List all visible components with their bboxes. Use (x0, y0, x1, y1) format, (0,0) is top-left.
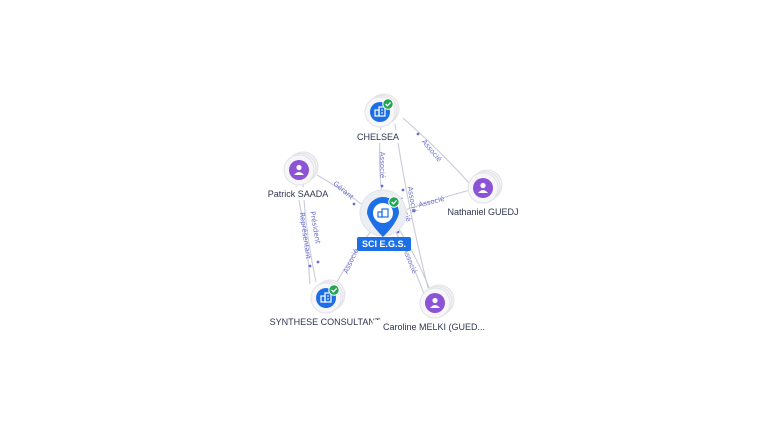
edge-label: Associé (378, 152, 386, 178)
person-icon (478, 182, 488, 193)
edge-arrow (316, 260, 320, 264)
edge-arrow (308, 264, 312, 268)
person-icon (430, 297, 440, 308)
node-label-bg (372, 320, 496, 333)
building-icon (377, 208, 389, 218)
edge-label: Associé (401, 247, 418, 275)
node-caroline[interactable]: Caroline MELKI (GUED... (372, 284, 496, 333)
edge-line (335, 229, 373, 285)
node-label-bg (441, 205, 525, 218)
node-patrick[interactable]: Patrick SAADA (261, 151, 335, 200)
person-icon (294, 164, 304, 175)
nodes-layer: SCI E.G.S. CHELSEA Patrick SAADA Nathaniel … (261, 93, 525, 333)
edge-arrow (416, 132, 420, 136)
node-label: SYNTHESE CONSULTANT (270, 317, 381, 327)
node-label-bg (357, 237, 411, 251)
edge-arrow (352, 202, 356, 206)
edge-line (396, 225, 431, 291)
verified-check-icon (328, 284, 340, 296)
edge-line (402, 117, 471, 185)
edge-arrow (401, 188, 405, 192)
node-sci[interactable]: SCI E.G.S. (357, 189, 411, 251)
node-label: CHELSEA (357, 132, 399, 142)
edge-label: Gérant (331, 180, 355, 202)
building-icon (374, 106, 386, 117)
edge-label: Associé (420, 138, 443, 163)
edge-label: Associé (418, 195, 446, 210)
node-label-bg (261, 187, 335, 200)
node-pin-inner (373, 203, 393, 223)
node-label: SCI E.G.S. (362, 239, 406, 249)
edge-arrow (412, 209, 416, 213)
node-chelsea[interactable]: CHELSEA (355, 93, 401, 143)
verified-check-icon (388, 196, 400, 208)
verified-check-icon (382, 98, 394, 110)
node-label: Caroline MELKI (GUED... (383, 322, 485, 332)
node-nathaniel[interactable]: Nathaniel GUEDJ (441, 169, 525, 218)
node-label: Nathaniel GUEDJ (447, 207, 518, 217)
node-synthese[interactable]: SYNTHESE CONSULTANT (270, 279, 381, 328)
node-label: Patrick SAADA (268, 189, 329, 199)
edge-label: Associé (342, 247, 360, 274)
edge-arrow (380, 184, 384, 188)
building-icon (320, 292, 332, 303)
node-label-bg (355, 130, 401, 143)
node-label-bg (273, 315, 377, 328)
